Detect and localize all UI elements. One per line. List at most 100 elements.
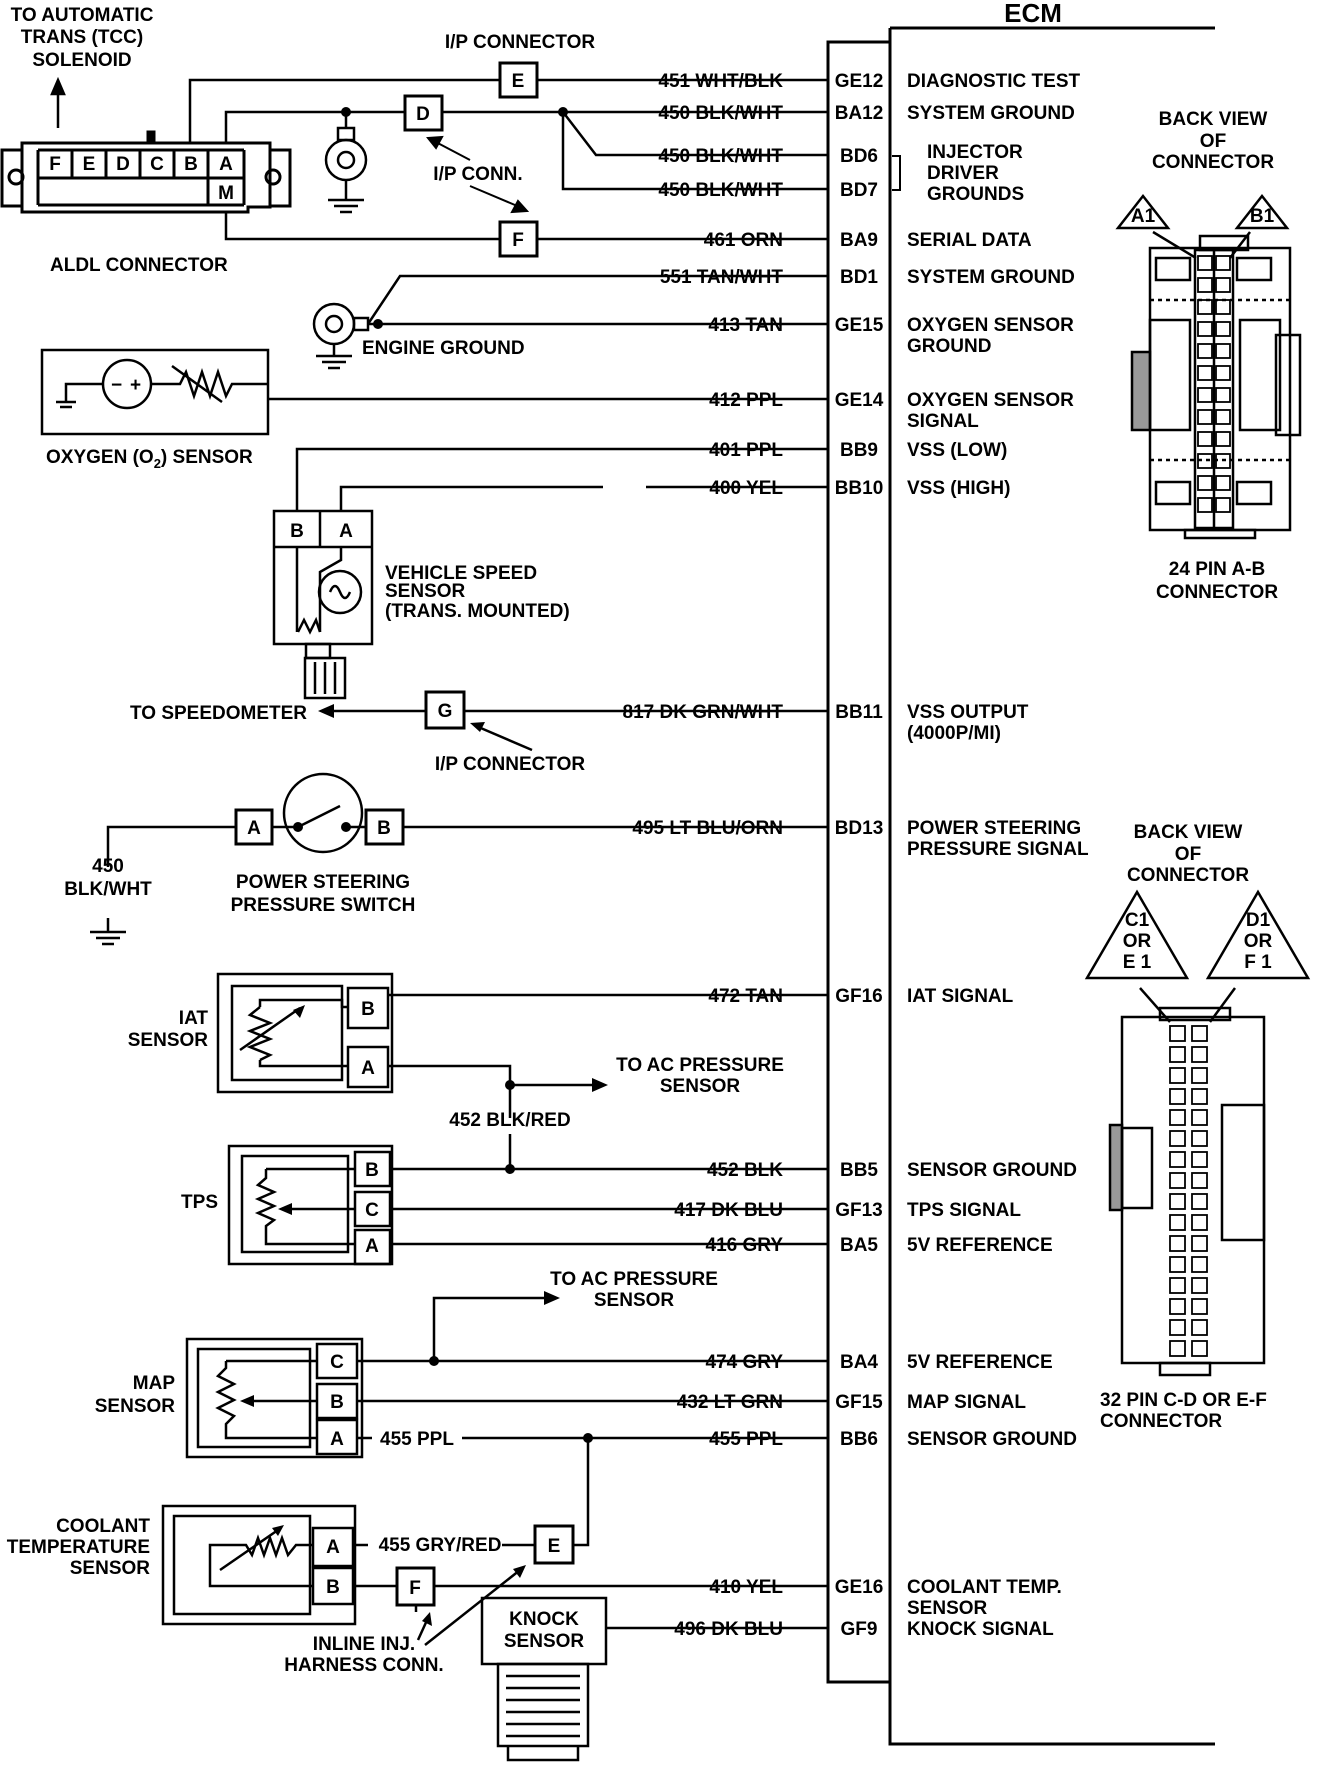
wire-455-gry-red-label: 455 GRY/RED (379, 1535, 502, 1556)
inline-arrow (422, 1612, 432, 1626)
connector-cavity (1215, 365, 1231, 381)
inline-inj-label: INLINE INJ. (313, 1634, 415, 1655)
ecm-function-label: VSS OUTPUT (907, 702, 1029, 723)
wire-label: 413 TAN (708, 315, 783, 336)
to-ac-pressure-label: SENSOR (660, 1076, 741, 1097)
splice-dot (583, 1433, 593, 1443)
connector-cavity (1169, 1172, 1186, 1189)
wire-label: 495 LT BLU/ORN (632, 818, 783, 839)
connector-24-pin (1130, 230, 1302, 540)
aldl-pin-a: A (219, 154, 233, 175)
speedometer-arrow (318, 704, 334, 718)
ecm-pin-label: GE16 (835, 1577, 884, 1598)
ps-ground-wire-label: 450 (92, 856, 124, 877)
wire-label: 416 GRY (706, 1235, 784, 1256)
connector-cavity (1197, 321, 1213, 337)
ecm-pin-label: BA5 (840, 1235, 878, 1256)
aldl-pin-m: M (218, 183, 234, 204)
connector-cavity (1169, 1277, 1186, 1294)
iat-pin-a: A (361, 1058, 375, 1079)
connector-cavity (1169, 1340, 1186, 1357)
ecm-title: ECM (1004, 0, 1062, 28)
map-sensor-label: MAP (133, 1373, 176, 1394)
splice-dot (505, 1164, 515, 1174)
ip-connector-e-letter: E (512, 71, 525, 92)
connector-cavity (1169, 1067, 1186, 1084)
iat-pin-b: B (361, 999, 375, 1020)
splice-dot (341, 107, 351, 117)
connector-cavity (1169, 1130, 1186, 1147)
connector-cavity (1169, 1214, 1186, 1231)
ecm-function-label: DIAGNOSTIC TEST (907, 71, 1081, 92)
pin-a1-label: A1 (1131, 206, 1156, 227)
connector-cavity (1191, 1088, 1208, 1105)
coolant-arrow (272, 1525, 284, 1536)
pin-c1-label: OR (1123, 931, 1152, 952)
connector-cavity (1191, 1193, 1208, 1210)
knock-sensor-label: KNOCK (509, 1609, 579, 1630)
ecm-function-label: IAT SIGNAL (907, 986, 1014, 1007)
vss-pin-b: B (290, 521, 304, 542)
splice-dot (429, 1356, 439, 1366)
ecm-function-label: COOLANT TEMP. (907, 1577, 1062, 1598)
ecm-pin-label: GE15 (835, 315, 884, 336)
wire-label: 410 YEL (709, 1577, 783, 1598)
tps-pin-b: B (365, 1160, 379, 1181)
ecm-pin-label: BB10 (835, 478, 884, 499)
ip-connector-top-label: I/P CONNECTOR (445, 32, 596, 53)
connector-cavity (1191, 1025, 1208, 1042)
connector-cavity (1191, 1046, 1208, 1063)
pin-d1-triangle (1205, 889, 1311, 980)
ecm-pin-label: BB11 (835, 702, 883, 723)
ecm-function-label: SENSOR (907, 1598, 988, 1619)
coolant-sensor-label: COOLANT (56, 1516, 150, 1537)
ecm-pin-label: GF15 (835, 1392, 883, 1413)
wire-452-blk-red-label: 452 BLK/RED (449, 1110, 570, 1131)
wire-label: 472 TAN (708, 986, 783, 1007)
aldl-pin-f: F (49, 154, 61, 175)
connector-cavity (1169, 1235, 1186, 1252)
back-view-label: CONNECTOR (1127, 865, 1249, 886)
coolant-sensor-label: SENSOR (70, 1558, 151, 1579)
connector-cavity (1215, 277, 1231, 293)
pin-d1-label: OR (1244, 931, 1273, 952)
pin-c1-triangle (1084, 889, 1190, 980)
ecm-function-label: TPS SIGNAL (907, 1200, 1021, 1221)
speedometer-wire (330, 709, 797, 752)
ecm-pin-label: BB5 (840, 1160, 878, 1181)
injector-grounds-label: INJECTOR (927, 142, 1023, 163)
to-ac-arrow (544, 1291, 560, 1305)
connector-24-cavities (1197, 255, 1231, 513)
injector-grounds-label: DRIVER (927, 163, 999, 184)
wire-label: 817 DK GRN/WHT (623, 702, 784, 723)
ip-connector-d (403, 94, 444, 132)
to-ac-arrow (592, 1078, 608, 1092)
aldl-pin-d: D (116, 154, 130, 175)
ecm-function-label: PRESSURE SIGNAL (907, 839, 1089, 860)
splice-dot (558, 107, 568, 117)
back-view-label: OF (1175, 844, 1201, 865)
connector-cavity (1191, 1214, 1208, 1231)
connector-32-cavities (1169, 1025, 1208, 1357)
wire-label: 455 PPL (709, 1429, 783, 1450)
connector-cavity (1215, 431, 1231, 447)
ecm-pin-label: BD6 (840, 146, 878, 167)
ecm-function-label: 5V REFERENCE (907, 1352, 1053, 1373)
injector-grounds-brace (892, 155, 901, 191)
ip-conn-arrow (470, 722, 485, 732)
wire-455-ppl-label: 455 PPL (380, 1429, 454, 1450)
ip-connector-e (498, 61, 539, 99)
connector-cavity (1191, 1067, 1208, 1084)
to-speedometer-label: TO SPEEDOMETER (130, 703, 307, 724)
wire-label: 450 BLK/WHT (658, 180, 783, 201)
ecm-pin-label: BA4 (840, 1352, 878, 1373)
wire-label: 412 PPL (709, 390, 783, 411)
ecm-pin-label: BD13 (835, 818, 884, 839)
ecm-function-label: (4000P/MI) (907, 723, 1001, 744)
connector-cavity (1197, 409, 1213, 425)
connector-cavity (1197, 453, 1213, 469)
ecm-pin-label: BA12 (835, 103, 884, 124)
pin-c1-label: C1 (1125, 910, 1150, 931)
connector-cavity (1191, 1298, 1208, 1315)
